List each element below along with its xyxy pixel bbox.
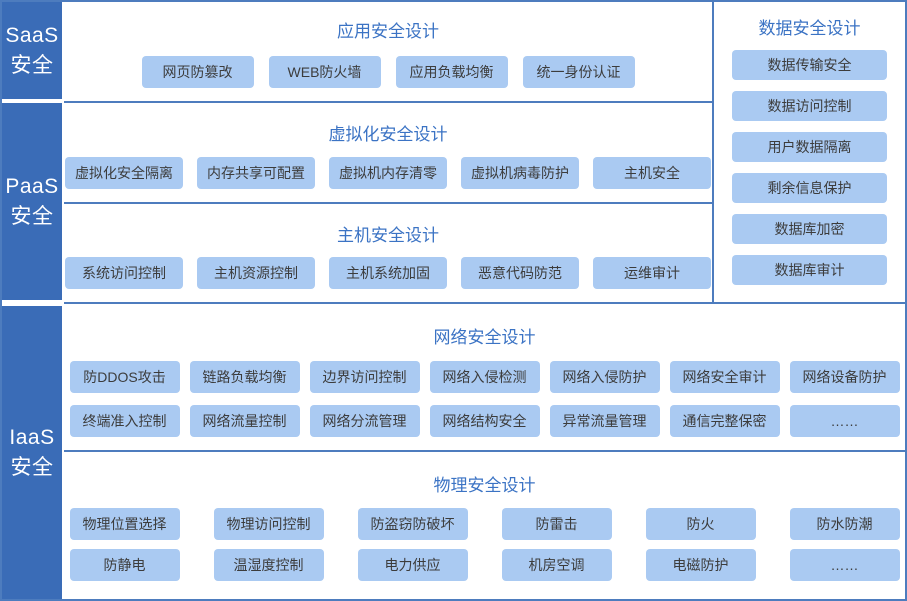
layer-label-line: PaaS (5, 175, 59, 199)
security-item-box: 网络入侵检测 (429, 361, 540, 393)
column-data-security: 数据安全设计 数据传输安全数据访问控制用户数据隔离剩余信息保护数据库加密数据库审… (712, 2, 905, 304)
security-item-box: WEB防火墙 (268, 56, 381, 88)
security-item-box: 链路负载均衡 (189, 361, 300, 393)
section-title: 主机安全设计 (337, 226, 439, 245)
security-item-box: 物理位置选择 (69, 508, 180, 540)
security-item-box: 虚拟化安全隔离 (65, 157, 183, 189)
security-item-box: 温湿度控制 (213, 549, 324, 581)
security-item-box: 剩余信息保护 (732, 173, 887, 203)
layer-paas-security: PaaS 安全 (2, 103, 62, 300)
security-item-box: 通信完整保密 (669, 405, 780, 437)
layer-saas-security: SaaS 安全 (2, 2, 62, 99)
security-item-box: 边界访问控制 (309, 361, 420, 393)
section-title: 应用安全设计 (337, 22, 439, 41)
layer-label-line: SaaS (5, 24, 59, 48)
security-item-box: 防火 (645, 508, 756, 540)
section-title: 数据安全设计 (758, 19, 861, 38)
layer-label-line: 安全 (10, 204, 54, 228)
button-row: 终端准入控制网络流量控制网络分流管理网络结构安全异常流量管理通信完整保密 …… (64, 405, 905, 437)
security-item-box: …… (789, 549, 900, 581)
security-item-box: 内存共享可配置 (197, 157, 315, 189)
security-item-box: 防DDOS攻击 (69, 361, 180, 393)
security-item-box: 电磁防护 (645, 549, 756, 581)
security-item-box: 电力供应 (357, 549, 468, 581)
security-item-box: 网络结构安全 (429, 405, 540, 437)
security-item-box: 网络流量控制 (189, 405, 300, 437)
section-physical-security: 物理安全设计 物理位置选择 物理访问控制 防盗窃防破坏 防雷击 防火 防水防潮 防静电 温湿… (64, 452, 905, 599)
security-item-box: 物理访问控制 (213, 508, 324, 540)
security-item-box: 应用负载均衡 (395, 56, 508, 88)
security-item-box: 网络安全审计 (669, 361, 780, 393)
security-item-box: 数据传输安全 (732, 50, 887, 80)
section-title: 虚拟化安全设计 (328, 125, 448, 144)
security-item-box: 防盗窃防破坏 (357, 508, 468, 540)
security-item-box: 主机安全 (593, 157, 711, 189)
security-item-box: 网络设备防护 (789, 361, 900, 393)
section-host-security: 主机安全设计 系统访问控制主机资源控制主机系统加固恶意代码防范运维审计 (64, 204, 712, 304)
section-title: 网络安全设计 (433, 328, 536, 347)
layer-iaas-security: IaaS 安全 (2, 306, 62, 599)
security-item-box: 虚拟机内存清零 (329, 157, 447, 189)
security-item-box: 数据库加密 (732, 214, 887, 244)
security-item-box: 统一身份认证 (522, 56, 635, 88)
button-stack: 数据传输安全数据访问控制用户数据隔离剩余信息保护数据库加密数据库审计 (714, 39, 905, 285)
security-item-box: 虚拟机病毒防护 (461, 157, 579, 189)
button-row: 网页防篡改 WEB防火墙应用负载均衡统一身份认证 (64, 56, 712, 88)
security-item-box: 主机系统加固 (329, 257, 447, 289)
security-item-box: 主机资源控制 (197, 257, 315, 289)
security-item-box: 数据访问控制 (732, 91, 887, 121)
security-item-box: 网络入侵防护 (549, 361, 660, 393)
security-item-box: 机房空调 (501, 549, 612, 581)
section-title: 物理安全设计 (433, 476, 536, 495)
security-item-box: 防水防潮 (789, 508, 900, 540)
security-item-box: 终端准入控制 (69, 405, 180, 437)
button-row: 物理位置选择 物理访问控制 防盗窃防破坏 防雷击 防火 防水防潮 (64, 508, 905, 540)
security-item-box: 网络分流管理 (309, 405, 420, 437)
button-row: 防静电 温湿度控制 电力供应 机房空调 电磁防护 …… (64, 549, 905, 581)
layer-label-line: IaaS (9, 426, 55, 450)
security-item-box: …… (789, 405, 900, 437)
section-application-security: 应用安全设计 网页防篡改 WEB防火墙应用负载均衡统一身份认证 (64, 2, 712, 103)
button-row: 虚拟化安全隔离内存共享可配置虚拟机内存清零虚拟机病毒防护主机安全 (64, 157, 712, 189)
button-row: 系统访问控制主机资源控制主机系统加固恶意代码防范运维审计 (64, 257, 712, 289)
layer-label-line: 安全 (10, 455, 54, 479)
button-row: 防DDOS攻击链路负载均衡边界访问控制网络入侵检测网络入侵防护网络安全审计网络设… (64, 361, 905, 393)
section-network-security: 网络安全设计 防DDOS攻击链路负载均衡边界访问控制网络入侵检测网络入侵防护网络… (64, 304, 905, 452)
security-item-box: 恶意代码防范 (461, 257, 579, 289)
section-virtualization-security: 虚拟化安全设计 虚拟化安全隔离内存共享可配置虚拟机内存清零虚拟机病毒防护主机安全 (64, 103, 712, 204)
security-item-box: 防雷击 (501, 508, 612, 540)
security-item-box: 防静电 (69, 549, 180, 581)
security-item-box: 用户数据隔离 (732, 132, 887, 162)
security-item-box: 网页防篡改 (141, 56, 254, 88)
security-item-box: 异常流量管理 (549, 405, 660, 437)
security-item-box: 系统访问控制 (65, 257, 183, 289)
layer-label-line: 安全 (10, 53, 54, 77)
security-item-box: 运维审计 (593, 257, 711, 289)
security-item-box: 数据库审计 (732, 255, 887, 285)
